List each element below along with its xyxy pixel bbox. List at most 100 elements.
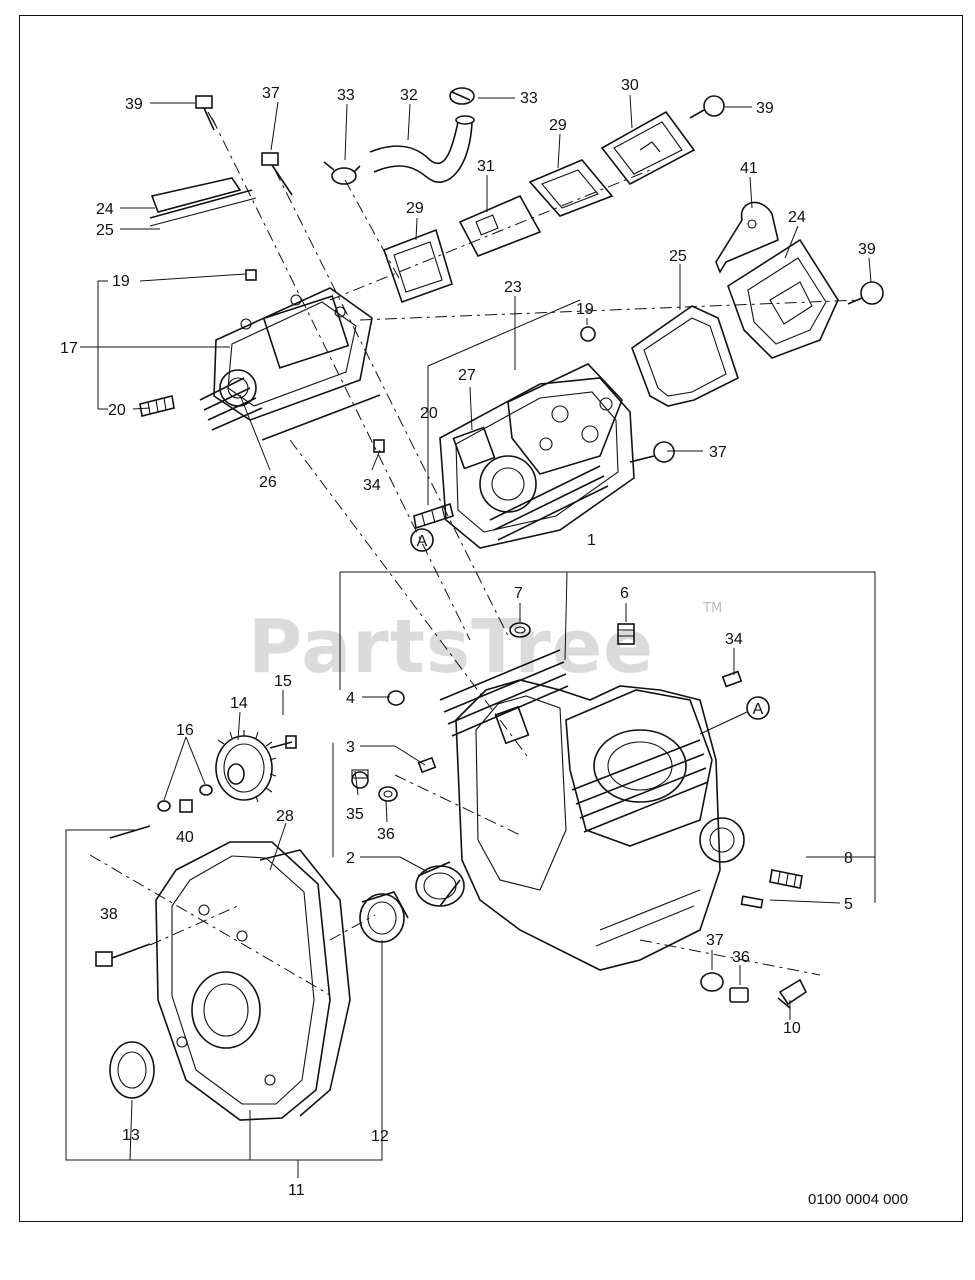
cover-24-right	[727, 238, 839, 359]
pin-5	[740, 895, 764, 909]
label-13: 13	[122, 1127, 140, 1144]
label-32: 32	[400, 87, 418, 104]
cylinder-head-23	[439, 363, 635, 549]
label-29-top: 29	[549, 117, 567, 134]
label-11: 11	[288, 1182, 305, 1199]
svg-text:A: A	[417, 533, 428, 550]
watermark-trademark: TM	[702, 601, 722, 616]
label-25-right: 25	[669, 248, 687, 265]
label-28: 28	[276, 808, 294, 825]
label-41: 41	[740, 160, 758, 177]
spring-6	[617, 623, 635, 645]
plug-35	[351, 769, 369, 789]
bracket-41	[715, 201, 779, 274]
label-37-top: 37	[262, 85, 280, 102]
label-37-bottom: 37	[706, 932, 724, 949]
washer-36-left	[378, 786, 398, 802]
label-10: 10	[783, 1020, 801, 1037]
label-7: 7	[514, 585, 523, 602]
label-23: 23	[504, 279, 522, 296]
watermark-text: PartsTree	[248, 604, 654, 690]
pin-34-right	[721, 670, 743, 688]
label-20-right: 20	[420, 405, 438, 422]
gasket-29-right	[528, 159, 614, 217]
label-2: 2	[346, 850, 355, 867]
seal-13	[109, 1041, 155, 1099]
label-17: 17	[60, 340, 78, 357]
bearing-12	[359, 891, 409, 943]
label-19-left: 19	[112, 273, 130, 290]
label-14: 14	[230, 695, 248, 712]
label-27: 27	[458, 367, 476, 384]
cover-28	[155, 841, 351, 1121]
label-26: 26	[259, 474, 277, 491]
dowel-3	[417, 756, 437, 774]
label-20-left: 20	[108, 402, 126, 419]
washer-37-bottom	[700, 972, 724, 992]
label-30: 30	[621, 77, 639, 94]
stud-8	[769, 869, 803, 889]
cover-30	[600, 110, 696, 186]
label-36-left: 36	[377, 826, 395, 843]
label-33-top-right: 33	[520, 90, 538, 107]
gasket-24-25-left	[149, 177, 257, 227]
label-24-left: 24	[96, 201, 114, 218]
label-25-left: 25	[96, 222, 114, 239]
label-40: 40	[176, 829, 194, 846]
fitting-10	[777, 978, 808, 1009]
pin-19-right	[580, 326, 596, 342]
seal-7	[509, 622, 531, 638]
bolt-38	[95, 943, 151, 967]
label-33-top-left: 33	[337, 87, 355, 104]
circle-a-right: A	[699, 696, 770, 735]
gear-14	[215, 730, 277, 803]
bolt-37-top	[261, 152, 293, 196]
label-12: 12	[371, 1128, 389, 1145]
pin-19-left	[245, 269, 257, 281]
label-15: 15	[274, 673, 292, 690]
circle-a-left: A	[410, 528, 434, 552]
label-3: 3	[346, 739, 355, 756]
label-37-mid: 37	[709, 444, 727, 461]
stud-20-left	[139, 395, 175, 417]
label-36-bottom: 36	[732, 949, 750, 966]
label-19-right: 19	[576, 301, 594, 318]
pin-34-left	[373, 439, 385, 453]
label-31: 31	[477, 158, 495, 175]
leader-lines	[65, 94, 876, 1178]
gasket-25-right	[631, 305, 739, 407]
bolt-15	[269, 735, 297, 749]
drawing-reference-number: 0100 0004 000	[808, 1191, 908, 1208]
label-38: 38	[100, 906, 118, 923]
washer-16	[157, 784, 213, 812]
cylinder-head-17	[199, 287, 381, 441]
nut-36-bottom	[729, 987, 749, 1003]
label-34-right: 34	[725, 631, 743, 648]
svg-text:A: A	[753, 701, 764, 718]
bolt-37-mid	[629, 441, 675, 463]
label-39-right: 39	[858, 241, 876, 258]
label-34-left: 34	[363, 477, 381, 494]
bolt-39-top-left	[195, 95, 217, 131]
label-29-left: 29	[406, 200, 424, 217]
label-4: 4	[346, 690, 355, 707]
label-1: 1	[587, 532, 596, 549]
part-labels: 39 37 33 32 33 30 39 29 24 25 31 29 41 2…	[60, 77, 876, 1199]
label-16: 16	[176, 722, 194, 739]
pin-38-top	[109, 825, 151, 839]
nut-40	[179, 799, 193, 813]
bearing-2	[415, 861, 465, 907]
clamp-33-right	[449, 87, 475, 105]
label-5: 5	[844, 896, 853, 913]
crankcase-1	[439, 649, 745, 971]
diagram-frame	[19, 15, 963, 1222]
stud-20-right	[413, 502, 454, 530]
plate-31	[458, 194, 542, 258]
label-24-right: 24	[788, 209, 806, 226]
label-35: 35	[346, 806, 364, 823]
label-6: 6	[620, 585, 629, 602]
label-39-top-right: 39	[756, 100, 774, 117]
gasket-29-left	[382, 228, 453, 304]
bolt-39-top-right	[689, 95, 725, 119]
